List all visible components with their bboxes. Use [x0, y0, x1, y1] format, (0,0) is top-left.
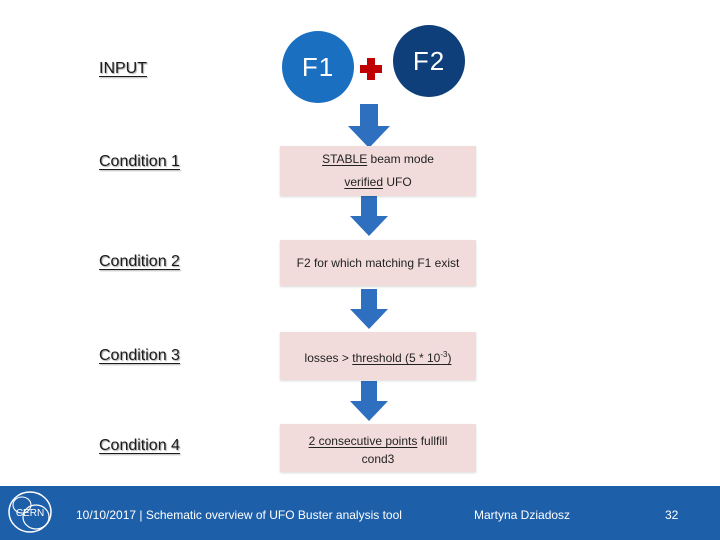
circle-f2-label: F2	[412, 45, 446, 76]
box1-line2-rest: UFO	[383, 175, 412, 189]
box3-threshold-text: threshold (5 * 10	[352, 351, 441, 365]
box4-line1-rest: fullfill	[417, 434, 448, 448]
circle-f1: F1	[282, 31, 354, 103]
footer-page-number: 32	[665, 508, 679, 522]
condition-2-box: F2 for which matching F1 exist	[280, 240, 476, 286]
box2-text: F2 for which matching F1 exist	[296, 256, 460, 270]
box4-line2: cond3	[361, 452, 395, 466]
box3-prefix: losses >	[304, 351, 353, 365]
label-condition-3: Condition 3	[99, 347, 180, 364]
box3-threshold: threshold (5 * 10-3)	[352, 350, 452, 365]
condition-1-box: STABLE beam mode verified UFO	[280, 146, 476, 196]
label-condition-4: Condition 4	[99, 437, 180, 454]
box1-line2-underlined: verified	[344, 175, 383, 189]
box3-suffix: )	[447, 351, 452, 365]
footer-author: Martyna Dziadosz	[474, 508, 571, 522]
circle-f2: F2	[393, 25, 465, 97]
label-condition-2: Condition 2	[99, 253, 180, 270]
label-input: INPUT	[99, 60, 147, 77]
cern-logo-text: CERN	[16, 508, 44, 519]
label-condition-1: Condition 1	[99, 153, 180, 170]
box3-exponent: -3	[440, 350, 448, 359]
box1-line1-rest: beam mode	[367, 152, 434, 166]
down-arrow-icon	[348, 104, 390, 148]
down-arrow-icon	[350, 289, 388, 329]
box1-line1-underlined: STABLE	[322, 152, 368, 166]
cern-logo-icon: CERN	[8, 491, 52, 533]
down-arrow-icon	[350, 381, 388, 421]
box4-line1-underlined: 2 consecutive points	[308, 434, 418, 448]
circle-f1-label: F1	[301, 51, 335, 82]
condition-4-box: 2 consecutive points fullfill cond3	[280, 424, 476, 472]
plus-icon	[360, 58, 382, 80]
footer-bar	[0, 486, 720, 540]
condition-3-box: losses > threshold (5 * 10-3)	[280, 332, 476, 380]
down-arrow-icon	[350, 196, 388, 236]
footer-date-title: 10/10/2017 | Schematic overview of UFO B…	[76, 508, 402, 522]
